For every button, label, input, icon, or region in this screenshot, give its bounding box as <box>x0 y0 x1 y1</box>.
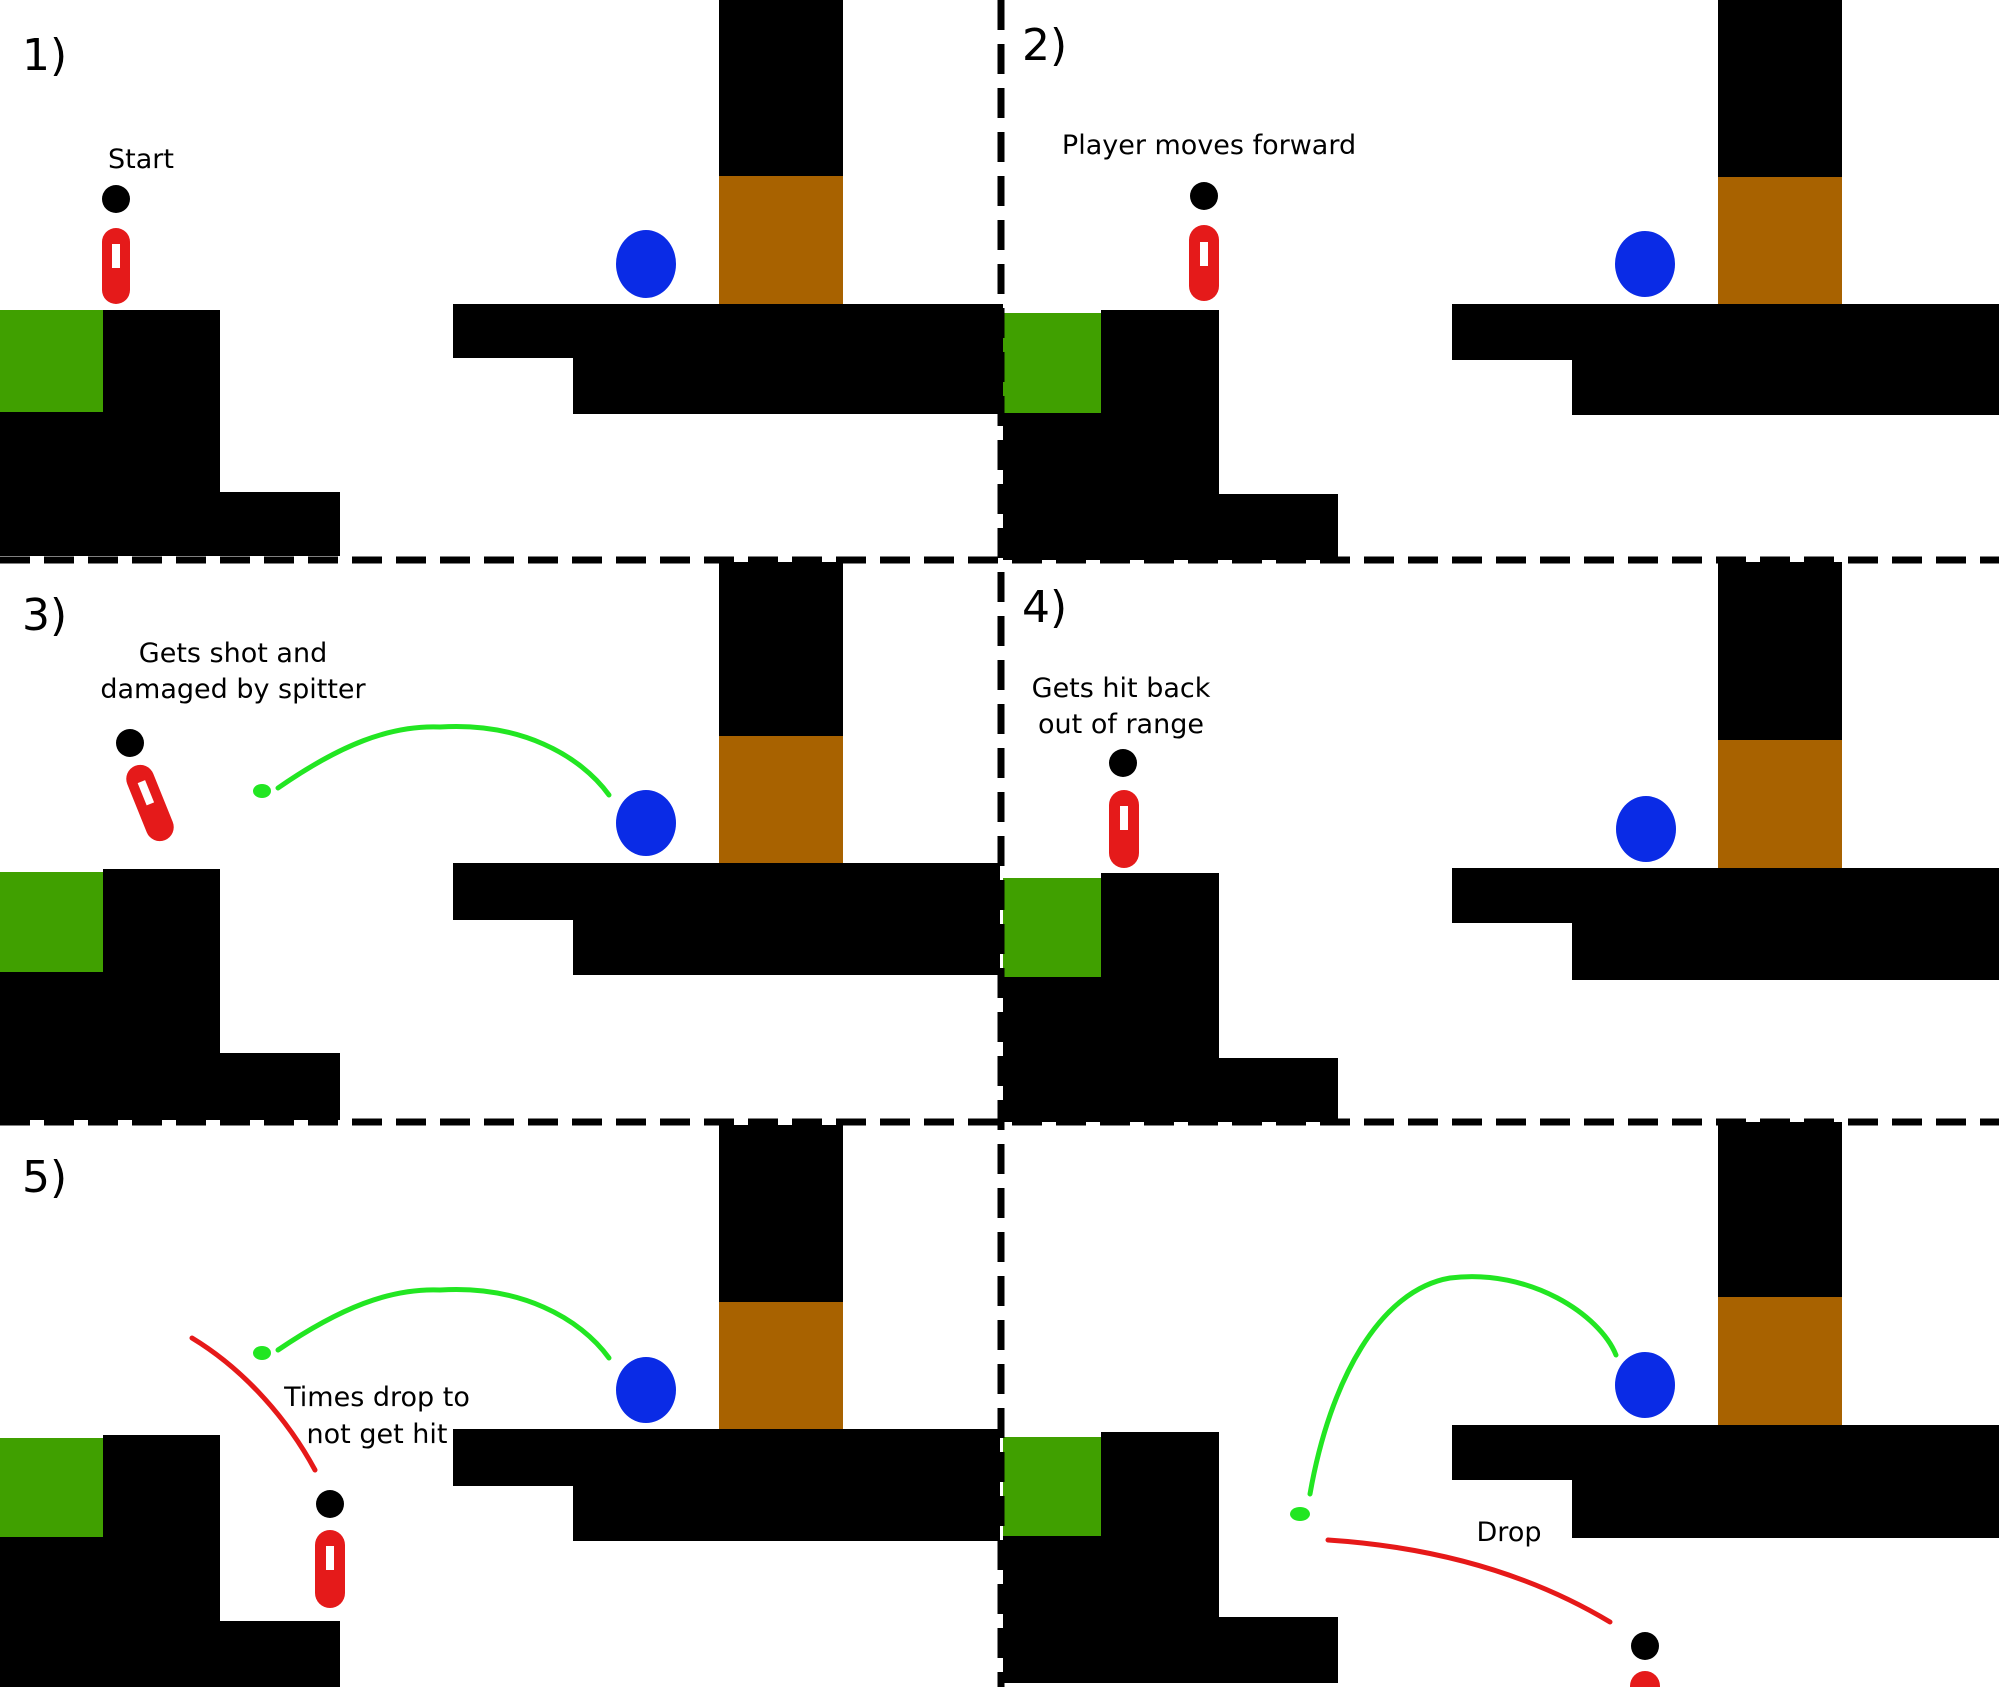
grass-block <box>0 872 103 972</box>
left-platform <box>1003 310 1338 560</box>
left-platform <box>1003 873 1338 1122</box>
caption-line: damaged by spitter <box>100 674 366 705</box>
spitter-icon <box>616 1357 676 1423</box>
spit-trajectory <box>275 723 612 798</box>
spitter-icon <box>616 790 676 856</box>
dirt-block <box>719 736 843 863</box>
drop-trajectory <box>189 1335 318 1473</box>
caption-line: out of range <box>1038 709 1204 740</box>
caption-line: Gets shot and <box>139 638 327 669</box>
caption-line: Start <box>108 144 174 175</box>
step-number: 1) <box>22 30 67 81</box>
caption-line: Drop <box>1477 1517 1542 1548</box>
panel-4: 4) Gets hit back out of range <box>1003 562 1999 1122</box>
left-platform <box>0 869 340 1120</box>
right-platform <box>1452 304 1999 415</box>
panel-6: Drop <box>1003 1122 1999 1687</box>
pillar-top <box>719 0 843 176</box>
spit-projectile-icon <box>1290 1507 1310 1521</box>
right-platform <box>453 1429 1000 1541</box>
pillar-top <box>719 562 843 736</box>
spit-projectile-icon <box>253 784 271 798</box>
right-platform <box>1452 868 1999 980</box>
spit-trajectory <box>275 1286 612 1361</box>
right-platform <box>453 863 1000 975</box>
player-icon <box>102 185 130 304</box>
player-icon <box>1109 749 1139 868</box>
player-icon <box>1630 1632 1660 1687</box>
caption-line: not get hit <box>307 1419 448 1450</box>
left-platform <box>0 310 340 556</box>
grass-block <box>0 310 103 412</box>
spitter-icon <box>1616 796 1676 862</box>
panel-2: 2) Player moves forward <box>1003 0 1999 560</box>
step-number: 3) <box>22 590 67 641</box>
step-number: 2) <box>1022 20 1067 71</box>
grass-block <box>1003 313 1101 413</box>
grass-block <box>1003 1437 1101 1536</box>
panel-3: 3) Gets shot and damaged by spitter <box>0 562 1000 1120</box>
pillar-top <box>1718 0 1842 177</box>
drop-trajectory <box>1325 1537 1613 1625</box>
panel-5: 5) Times drop to not get hit <box>0 1125 1000 1687</box>
dirt-block <box>1718 1297 1842 1425</box>
spitter-icon <box>1615 231 1675 297</box>
spitter-icon <box>616 230 676 298</box>
caption-line: Times drop to <box>283 1382 470 1413</box>
player-icon <box>116 729 174 842</box>
right-platform <box>1452 1425 1999 1538</box>
left-platform <box>1003 1432 1338 1683</box>
grass-block <box>1003 878 1101 977</box>
left-platform <box>0 1435 340 1687</box>
player-icon <box>315 1490 345 1608</box>
spit-trajectory <box>1307 1274 1619 1497</box>
pillar-top <box>719 1125 843 1302</box>
dirt-block <box>719 1302 843 1429</box>
dirt-block <box>1718 177 1842 304</box>
caption-line: Gets hit back <box>1032 673 1211 704</box>
panel-1: 1) Start <box>0 0 1003 556</box>
pillar-top <box>1718 1122 1842 1297</box>
step-number: 4) <box>1022 582 1067 633</box>
dirt-block <box>1718 740 1842 868</box>
step-number: 5) <box>22 1152 67 1203</box>
grass-block <box>0 1438 103 1537</box>
spit-projectile-icon <box>253 1346 271 1360</box>
dirt-block <box>719 176 843 304</box>
spitter-icon <box>1615 1352 1675 1418</box>
right-platform <box>453 304 1003 414</box>
caption-line: Player moves forward <box>1062 130 1356 161</box>
pillar-top <box>1718 562 1842 740</box>
player-icon <box>1189 182 1219 301</box>
